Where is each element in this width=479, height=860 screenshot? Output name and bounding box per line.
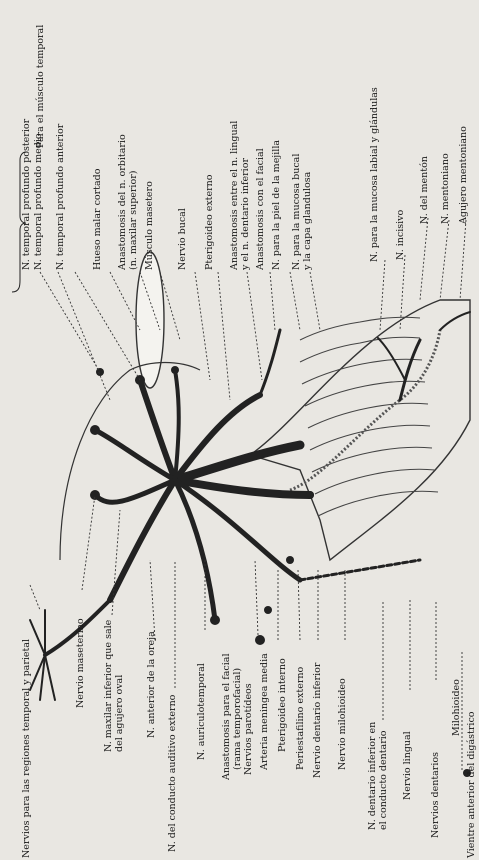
label-nervios-dentarios: Nervios dentarios xyxy=(431,752,441,838)
label-dentario-inferior-anast: y el n. dentario inferior xyxy=(241,158,251,270)
label-temporal-profundo-medio: N. temporal profundo medio xyxy=(34,133,44,270)
label-periestafilino: Periestafilino externo xyxy=(296,667,306,770)
label-temporal-profundo-anterior: N. temporal profundo anterior xyxy=(56,124,66,270)
label-anastomosis-lingual: Anastomosis entre el n. lingual xyxy=(230,121,240,270)
label-agujero-mentoniano: Agujero mentoniano xyxy=(459,126,469,224)
label-dentario-conducto: N. dentario inferior en xyxy=(368,722,378,830)
label-hueso-malar: Hueso malar cortado xyxy=(93,169,103,270)
label-nervio-lingual: Nervio lingual xyxy=(403,731,413,800)
label-auriculotemporal: N. auriculotemporal xyxy=(197,663,207,760)
label-maxilar-superior: (n. maxilar superior) xyxy=(129,171,139,270)
label-pterigoideo-externo: Pterigoideo externo xyxy=(205,175,215,271)
label-anterior-oreja: N. anterior de la oreja xyxy=(147,631,157,738)
label-del-menton: N. del mentón xyxy=(420,156,430,224)
label-conducto-auditivo: N. del conducto auditivo externo xyxy=(168,695,178,852)
label-mentoniano: N. mentoniano xyxy=(441,153,451,224)
label-pterigoideo-interno: Pterigoideo interno xyxy=(278,658,288,752)
label-mucosa-labial: N. para la mucosa labial y glándulas xyxy=(370,87,380,262)
label-agujero-oval: del agujero oval xyxy=(115,675,125,752)
label-milohioideo-nervio: Nervio milohioideo xyxy=(338,678,348,770)
label-mucosa-bucal: N. para la mucosa bucal xyxy=(292,154,302,270)
label-incisivo: N. incisivo xyxy=(396,210,406,260)
label-arteria-meningea: Arteria meningea media xyxy=(260,653,270,770)
mandible-outline xyxy=(250,300,470,560)
label-digastrico: Vientre anterior del digástrico xyxy=(467,712,477,859)
label-musculo-masetero: Músculo masetero xyxy=(145,181,155,270)
label-milohioideo: Milohioideo xyxy=(452,679,462,736)
nerve-trunks xyxy=(30,312,470,700)
label-capa-glandulosa: y la capa glandulosa xyxy=(303,172,313,270)
label-nervios-parotideos: Nervios parotídeos xyxy=(244,683,254,775)
label-dentario-inferior: Nervio dentario inferior xyxy=(313,663,323,778)
label-rama-temporofacial: (rama temporofacial) xyxy=(233,668,243,770)
dental-canal xyxy=(290,330,440,490)
label-regiones-temporal-parietal: Nervios para las regiones temporal y par… xyxy=(22,639,32,858)
label-nervio-maseterino: Nervio maseterino xyxy=(76,618,86,708)
label-maxilar-inferior: N. maxilar inferior que sale xyxy=(104,620,114,752)
label-bracket-temporal: Para el músculo temporal xyxy=(36,25,46,148)
label-anastomosis-para-facial: Anastomosis para el facial xyxy=(222,654,232,780)
label-anastomosis-orbitario: Anastomosis del n. orbitario xyxy=(118,134,128,270)
label-conducto-dentario: el conducto dentario xyxy=(379,730,389,830)
label-anastomosis-facial: Anastomosis con el facial xyxy=(256,148,266,270)
label-piel-mejilla: N. para la piel de la mejilla xyxy=(272,140,282,270)
label-temporal-profundo-posterior: N. temporal profundo posterior xyxy=(22,119,32,270)
label-nervio-bucal: Nervio bucal xyxy=(178,208,188,270)
